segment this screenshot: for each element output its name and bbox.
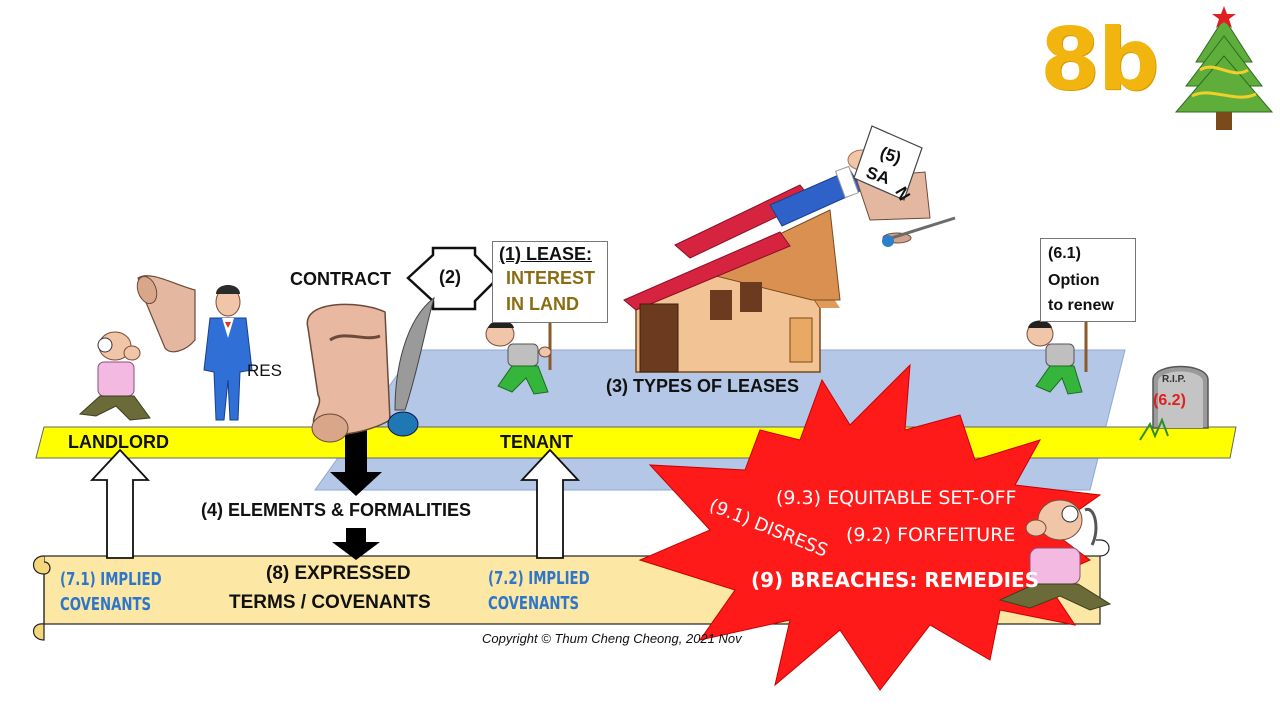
copyright-text: Copyright © Thum Cheng Cheong, 2021 Nov — [482, 631, 742, 646]
christmas-tree-icon — [1174, 6, 1274, 130]
landlord-label: LANDLORD — [68, 432, 169, 452]
contract-scroll-icon — [306, 303, 391, 443]
option-sign — [1040, 238, 1136, 322]
option-line1-label: Option — [1048, 272, 1100, 289]
lease-land-line: IN LAND — [506, 294, 579, 314]
running-landlord-icon — [998, 499, 1112, 611]
down-arrow-elements — [330, 404, 382, 496]
remedy-92-label: (9.2) FORFEITURE — [846, 524, 1016, 546]
expressed-line2-label: TERMS / COVENANTS — [229, 592, 431, 613]
rip-num-label: (6.2) — [1153, 392, 1186, 409]
implied-72-line1: (7.2) IMPLIED — [488, 568, 590, 589]
elements-formalities-label: (4) ELEMENTS & FORMALITIES — [201, 500, 471, 520]
landlord-tenant-bar — [35, 426, 1237, 459]
breaches-starburst — [638, 363, 1102, 691]
res-label: RES — [247, 361, 282, 380]
res-person-icon — [203, 285, 253, 421]
option-line2-label: to renew — [1048, 297, 1114, 314]
option-tenant-person-icon — [1026, 318, 1088, 395]
landlord-scroll-icon — [136, 275, 196, 353]
lease-sign — [492, 241, 608, 323]
expressed-line1-label: (8) EXPRESSED — [266, 563, 411, 584]
types-of-leases-label: (3) TYPES OF LEASES — [606, 376, 800, 396]
contract-label: CONTRACT — [290, 269, 391, 289]
landlord-person-icon — [78, 331, 151, 421]
gravestone-icon — [1139, 365, 1209, 441]
slide-number-title: 8b — [1040, 10, 1159, 110]
quill-icon — [387, 296, 435, 437]
option-num-label: (6.1) — [1048, 245, 1081, 262]
tenant-person-icon — [485, 318, 552, 395]
down-arrow-expressed — [332, 528, 380, 560]
tenant-label: TENANT — [500, 432, 573, 452]
implied-71-line1: (7.1) IMPLIED — [60, 569, 162, 590]
implied-arrow-right — [519, 448, 581, 559]
implied-covenants-72: (7.2) IMPLIED COVENANTS — [488, 566, 590, 616]
implied-covenants-71: (7.1) IMPLIED COVENANTS — [60, 567, 162, 617]
breaches-remedies-label: (9) BREACHES: REMEDIES — [751, 568, 1040, 592]
implied-71-line2: COVENANTS — [60, 594, 152, 616]
remedy-93-label: (9.3) EQUITABLE SET-OFF — [776, 487, 1017, 509]
implied-arrow-left — [89, 448, 151, 559]
lease-interest-line: INTEREST — [506, 268, 596, 288]
lease-title: (1) LEASE: — [499, 244, 593, 264]
link-2-label: (2) — [439, 267, 461, 287]
rip-label: R.I.P. — [1162, 374, 1186, 385]
implied-72-line2: COVENANTS — [488, 593, 580, 615]
san-sign-card — [853, 125, 923, 201]
